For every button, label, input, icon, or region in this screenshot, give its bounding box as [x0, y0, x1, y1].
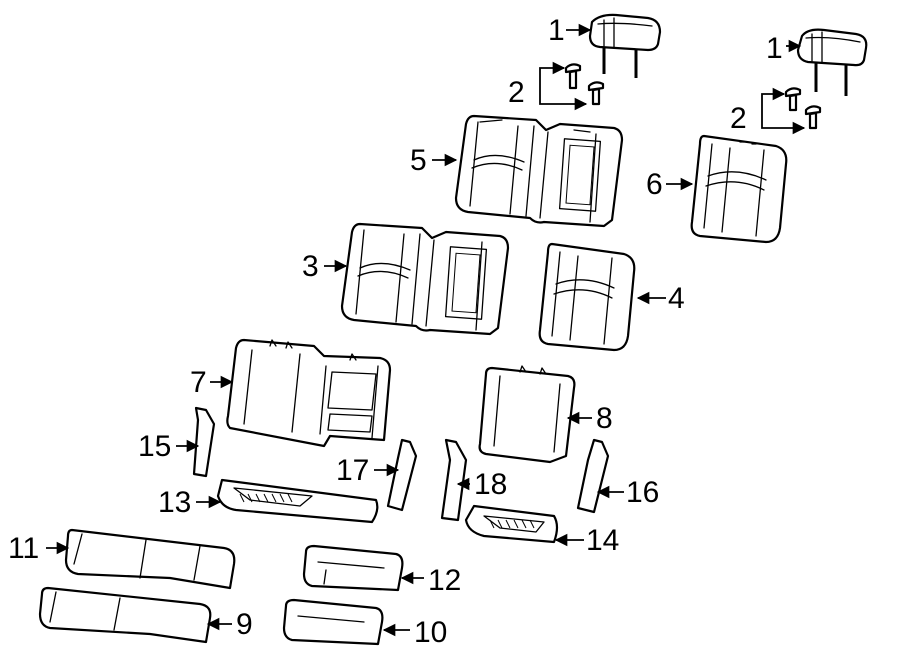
- headrest-left: [588, 13, 662, 78]
- callout-8: 8: [596, 402, 613, 435]
- part-15-side-trim: [192, 406, 216, 478]
- part-12-seat-cushion-40: [302, 544, 404, 592]
- part-4-seatback-40: [538, 242, 636, 352]
- headrest-right: [796, 28, 868, 96]
- callout-2-right: 2: [730, 102, 747, 135]
- callout-12: 12: [428, 564, 461, 597]
- callout-5: 5: [410, 144, 427, 177]
- part-5-seatback-cover-60: [454, 114, 624, 228]
- callout-10: 10: [414, 616, 447, 649]
- part-9-seat-cushion-60-base: [38, 586, 212, 644]
- callout-4: 4: [668, 282, 685, 315]
- bolts-left: [564, 63, 605, 106]
- part-10-seat-cushion-40-base: [282, 598, 384, 646]
- part-7-seatback-frame-60: [226, 338, 392, 448]
- callout-15: 15: [138, 430, 171, 463]
- callout-7: 7: [190, 366, 207, 399]
- callout-labels: 1 1 2 2 5 6 3 4 7 8 15 17 18 16 13 14 11…: [8, 14, 783, 649]
- part-18-side-trim: [440, 438, 468, 522]
- callout-6: 6: [646, 168, 663, 201]
- bolts-right: [784, 87, 822, 130]
- callout-16: 16: [626, 476, 659, 509]
- part-14-cushion-frame-40: [464, 504, 559, 544]
- callout-2-left: 2: [508, 76, 525, 109]
- part-16-side-trim: [576, 438, 610, 514]
- callout-18: 18: [474, 468, 507, 501]
- part-17-side-trim: [386, 438, 418, 512]
- callout-17: 17: [336, 454, 369, 487]
- callout-14: 14: [586, 524, 619, 557]
- callout-9: 9: [236, 608, 253, 641]
- part-8-seatback-frame-40: [478, 365, 576, 464]
- callout-13: 13: [158, 486, 191, 519]
- part-11-seat-cushion-60: [64, 528, 236, 590]
- callout-3: 3: [302, 250, 319, 283]
- callout-1-left: 1: [548, 14, 565, 47]
- callout-11: 11: [8, 532, 39, 565]
- part-6-seatback-cover-40: [690, 134, 788, 244]
- leader-lines: [46, 23, 806, 637]
- callout-1-right: 1: [766, 32, 783, 65]
- part-3-seatback-60: [340, 222, 510, 336]
